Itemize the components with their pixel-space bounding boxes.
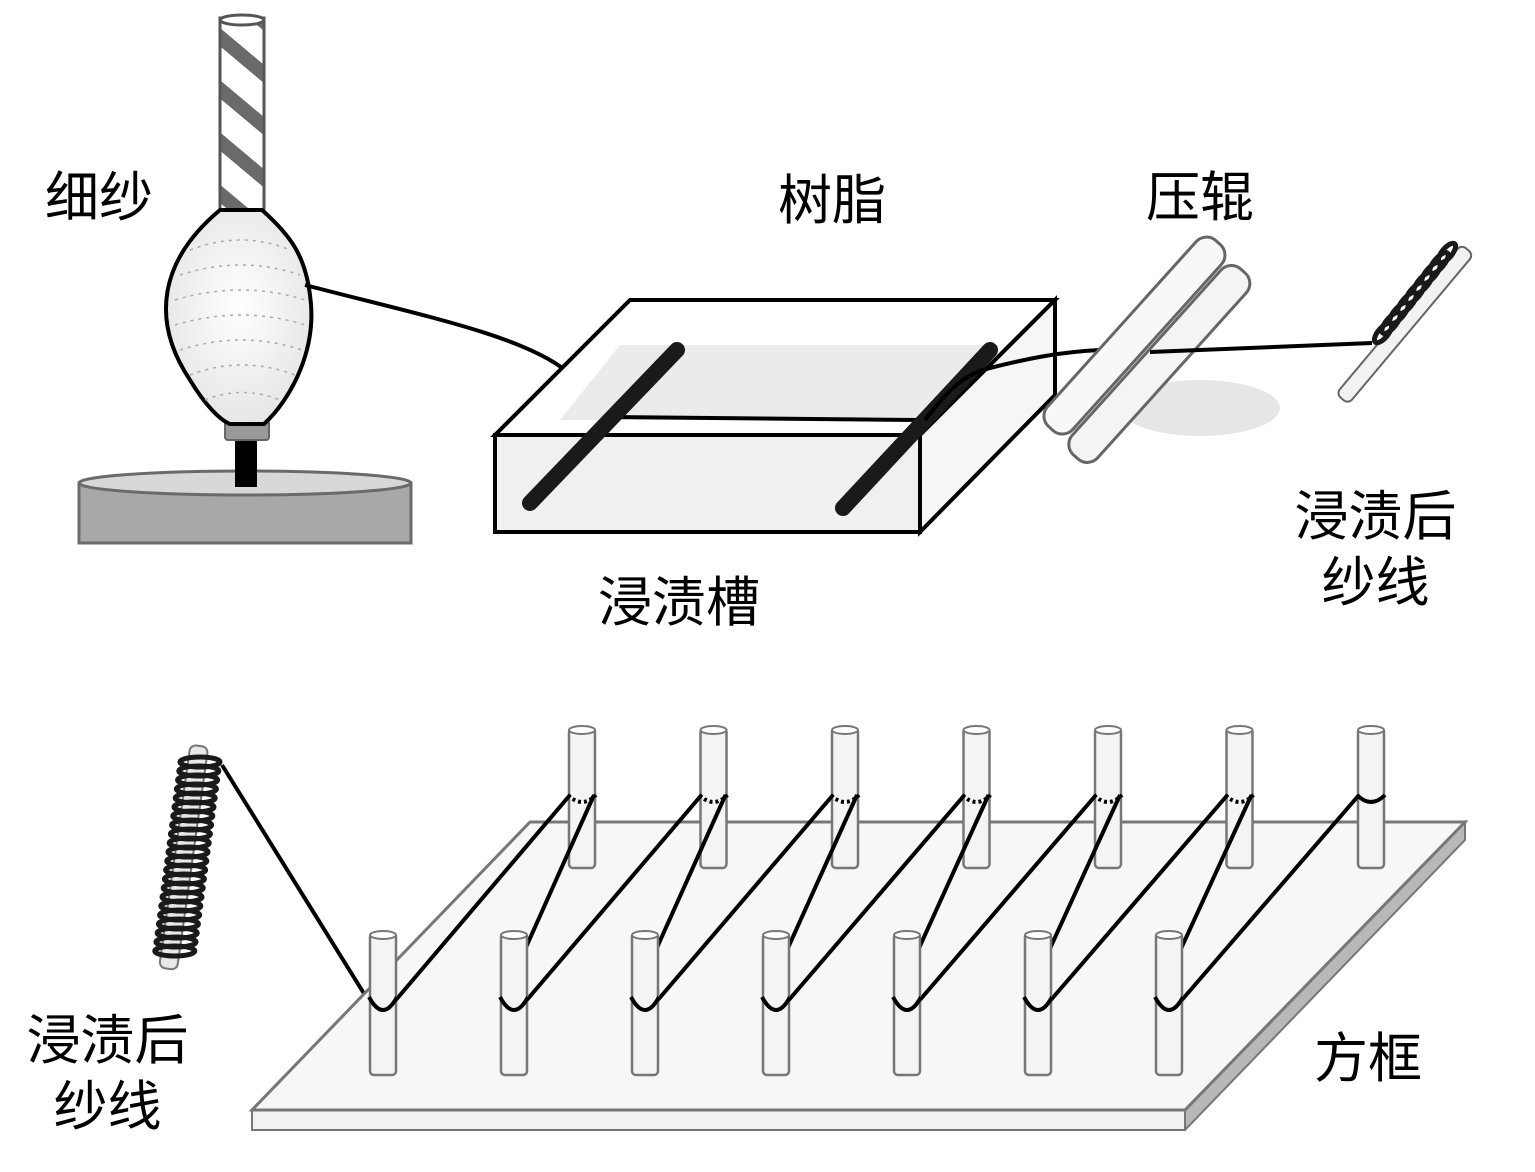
label-press-roller: 压辊 (1146, 166, 1254, 229)
label-fine-yarn: 细纱 (45, 166, 153, 229)
press-rollers (1042, 235, 1280, 464)
yarn-strand (1179, 793, 1361, 1003)
back-yarn-loop (1355, 793, 1387, 804)
square-frame (248, 725, 1469, 1131)
back-yarn-loop (698, 793, 729, 804)
front-yarn-loop (1022, 996, 1054, 1012)
back-yarn-loop (829, 793, 861, 804)
front-yarn-loop (498, 996, 530, 1012)
squeeze-shadow (1120, 380, 1280, 436)
back-yarn-loop (1224, 793, 1255, 804)
spindle (235, 437, 257, 487)
label-impregnated-yarn-top: 浸渍后 纱线 (1288, 484, 1463, 616)
yarn-texture (174, 239, 306, 401)
striped-tube (218, 13, 266, 215)
label-impregnated-yarn-top-line2: 纱线 (1321, 551, 1430, 614)
back-yarn-loop (1092, 793, 1124, 804)
label-resin: 树脂 (778, 169, 886, 232)
yarn-strand-takeup (1149, 341, 1373, 354)
yarn-strand-exit (923, 348, 1101, 422)
front-peg (630, 930, 660, 1077)
yarn-strand (655, 793, 835, 1003)
takeup-bobbin-top (1337, 240, 1473, 403)
front-peg (499, 930, 529, 1077)
front-row-pegs (368, 930, 1184, 1077)
back-yarn-loop (961, 793, 992, 804)
label-impregnation-tank: 浸渍槽 (598, 571, 760, 634)
yarn-strand (1048, 793, 1230, 1003)
guide-rod-left (522, 342, 685, 511)
front-yarn-loop (760, 996, 792, 1012)
front-yarn-loop (629, 996, 661, 1012)
impregnation-tank (490, 295, 1060, 537)
wound-yarn-top (1371, 240, 1459, 346)
yarn-strand (393, 793, 572, 1003)
back-yarn-loop (566, 793, 598, 804)
front-peg (761, 930, 791, 1077)
front-peg (892, 930, 922, 1077)
supply-bobbin-bottom (152, 744, 223, 971)
front-yarn-loop (1153, 996, 1185, 1012)
coil-turn (152, 943, 198, 959)
label-square-frame: 方框 (1314, 1027, 1422, 1090)
front-yarn-loop (367, 996, 399, 1012)
front-peg (1023, 930, 1053, 1077)
yarn-strand (786, 793, 967, 1003)
front-yarn-loop (891, 996, 923, 1012)
label-impregnated-yarn-top-line1: 浸渍后 (1294, 485, 1457, 548)
yarn-loops (367, 793, 1387, 1012)
label-impregnated-yarn-bottom-line2: 纱线 (53, 1075, 162, 1138)
wound-yarn-bottom (152, 754, 223, 959)
yarn-package (164, 208, 314, 426)
front-peg (368, 930, 398, 1077)
yarn-strand-to-frame (220, 763, 370, 1002)
fine-yarn-bobbin (77, 13, 413, 545)
label-impregnated-yarn-bottom-line1: 浸渍后 (26, 1009, 189, 1072)
label-impregnated-yarn-bottom: 浸渍后 纱线 (20, 1008, 195, 1140)
yarn-strand (917, 793, 1098, 1003)
front-peg (1154, 930, 1184, 1077)
yarn-strand (524, 793, 704, 1003)
